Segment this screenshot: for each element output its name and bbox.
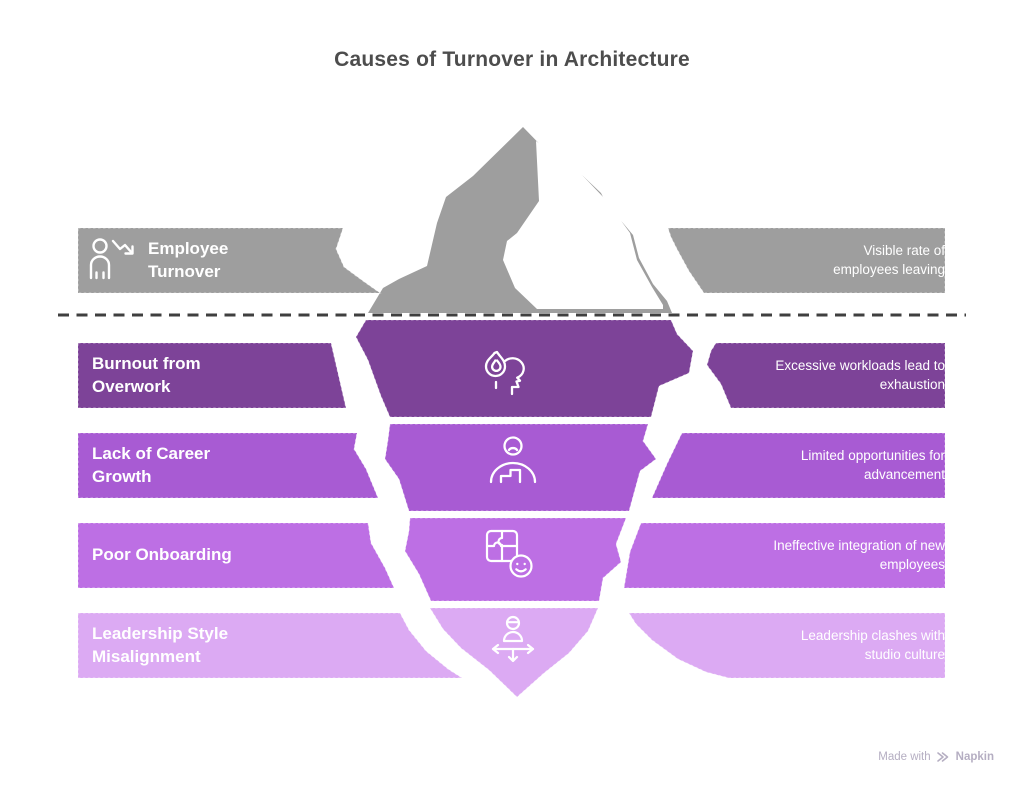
band-right-onboarding <box>623 522 946 589</box>
description-poor-onboarding: Ineffective integration of new employees <box>773 538 945 572</box>
description-burnout: Excessive workloads lead to exhaustion <box>775 358 945 392</box>
band-right-leadership <box>628 612 946 679</box>
band-left-employee-turnover <box>77 227 382 294</box>
watermark-brand: Napkin <box>955 751 994 763</box>
person-directions-icon <box>491 615 535 663</box>
puzzle-smiley-icon <box>485 529 533 578</box>
band-left-onboarding <box>77 522 395 589</box>
description-leadership-style: Leadership clashes with studio culture <box>800 628 945 662</box>
iceberg-layer-career <box>384 423 657 512</box>
band-right-career <box>651 432 946 499</box>
band-left-career <box>77 432 379 499</box>
iceberg-peak-facet <box>503 141 663 309</box>
band-left-burnout <box>77 342 347 409</box>
person-decline-icon <box>89 238 134 280</box>
diagram-title: Causes of Turnover in Architecture <box>334 48 690 71</box>
description-career-growth: Limited opportunities for advancement <box>800 448 945 482</box>
band-right-burnout <box>706 342 946 409</box>
description-employee-turnover: Visible rate of employees leaving <box>833 243 945 277</box>
person-steps-icon <box>489 436 537 484</box>
napkin-logo-icon <box>936 752 948 762</box>
band-left-leadership <box>77 612 464 679</box>
watermark-made-with: Made with <box>878 751 931 763</box>
label-employee-turnover: Employee Turnover <box>148 239 229 281</box>
burnout-flame-head-icon <box>484 350 525 396</box>
band-right-employee-turnover <box>667 227 946 294</box>
label-poor-onboarding: Poor Onboarding <box>92 545 232 565</box>
label-career-growth: Lack of Career Growth <box>92 444 211 486</box>
label-leadership-style: Leadership Style Misalignment <box>92 624 229 666</box>
label-burnout: Burnout from Overwork <box>92 354 201 396</box>
napkin-watermark[interactable]: Made with Napkin <box>878 751 994 763</box>
